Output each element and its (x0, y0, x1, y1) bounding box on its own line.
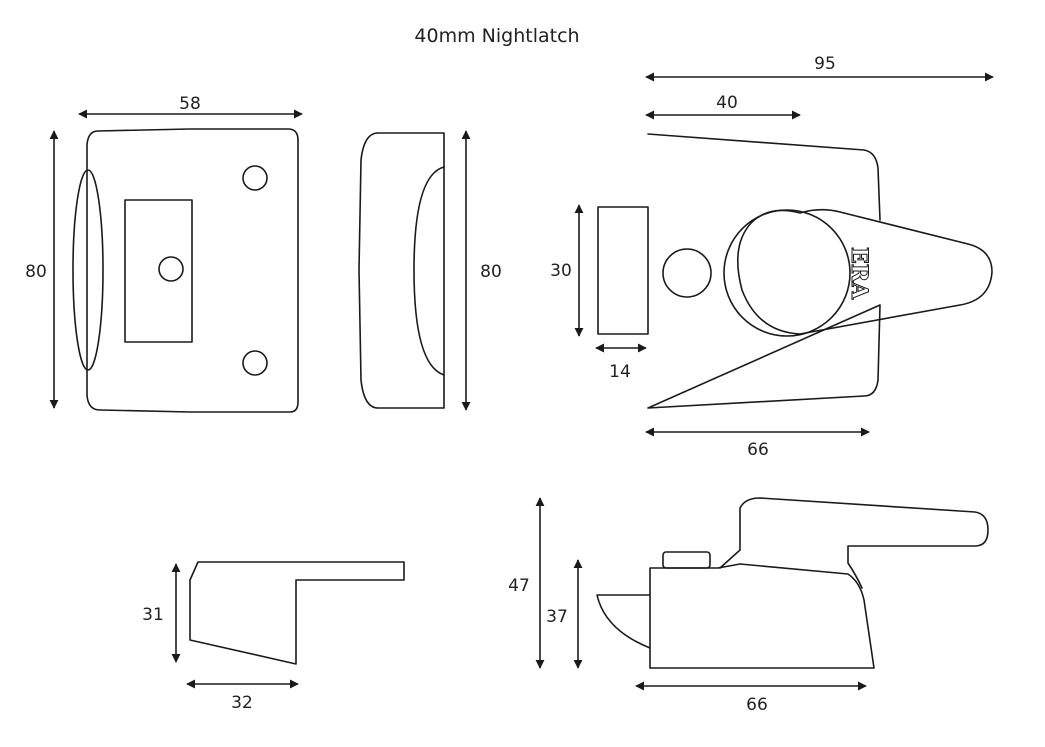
elevation-case-width-label: 66 (746, 695, 768, 715)
side-view: 80 (358, 130, 502, 411)
elevation-button (662, 551, 711, 569)
top-view-logo: ERA (846, 247, 872, 300)
drawing-title: 40mm Nightlatch (414, 25, 579, 47)
staple-width-label: 32 (231, 693, 253, 713)
elevation-handle (719, 497, 989, 589)
staple-height-label: 31 (142, 605, 164, 625)
top-overall-width-label: 95 (814, 54, 836, 74)
staple-view: 31 32 (142, 561, 405, 713)
elevation-case-height-label: 37 (546, 607, 568, 627)
front-view-screw-hole-bottom (242, 350, 268, 376)
front-view: 58 80 (25, 94, 303, 413)
elevation-bolt (596, 594, 651, 649)
top-view-keyhole (662, 248, 712, 298)
elevation-case-outline (649, 563, 875, 669)
front-view-edge-ellipse (72, 169, 104, 371)
top-view-rose-outer (723, 209, 851, 337)
elevation-overall-height-label: 47 (508, 576, 530, 596)
front-view-screw-hole-top (242, 165, 268, 191)
top-view: ERA 95 40 30 14 66 (550, 54, 994, 460)
side-view-outline (358, 132, 445, 409)
top-depth-label: 40 (716, 93, 738, 113)
front-view-outline (86, 128, 299, 413)
top-view-handle (736, 208, 993, 335)
elevation-view: 47 37 66 (508, 497, 989, 715)
top-bolt-projection-label: 14 (609, 362, 631, 382)
top-case-width-label: 66 (747, 440, 769, 460)
side-height-label: 80 (480, 262, 502, 282)
staple-outline (189, 561, 405, 665)
top-view-case-outline (647, 133, 881, 409)
front-view-keyhole-plate (124, 199, 193, 343)
side-view-edge-curve (413, 166, 445, 376)
top-bolt-height-label: 30 (550, 261, 572, 281)
front-view-keyhole (158, 256, 184, 282)
top-view-bolt (597, 206, 649, 335)
front-width-label: 58 (179, 94, 201, 114)
front-height-label: 80 (25, 262, 47, 282)
